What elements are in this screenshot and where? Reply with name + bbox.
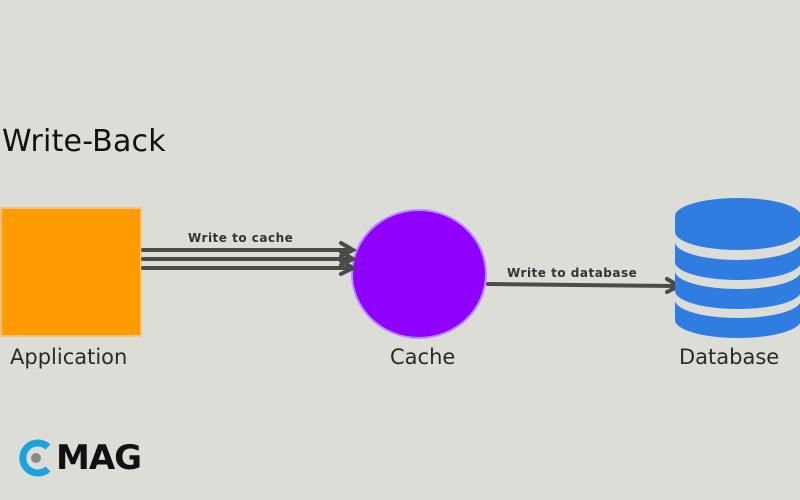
cmag-logo: MAG [18,438,142,478]
application-node [2,209,140,335]
edge-label-write-to-database: Write to database [507,266,638,280]
logo-text: MAG [56,438,142,478]
diagram-title: Write-Back [2,124,166,159]
database-label: Database [679,345,780,369]
write-to-cache-arrows [141,241,358,276]
edge-label-write-to-cache: Write to cache [188,231,294,245]
write-to-database-arrow [486,277,684,294]
application-label: Application [10,345,128,369]
cache-label: Cache [390,345,456,369]
database-icon [675,198,800,338]
cmag-logo-icon [19,439,51,477]
cache-node [353,211,485,337]
